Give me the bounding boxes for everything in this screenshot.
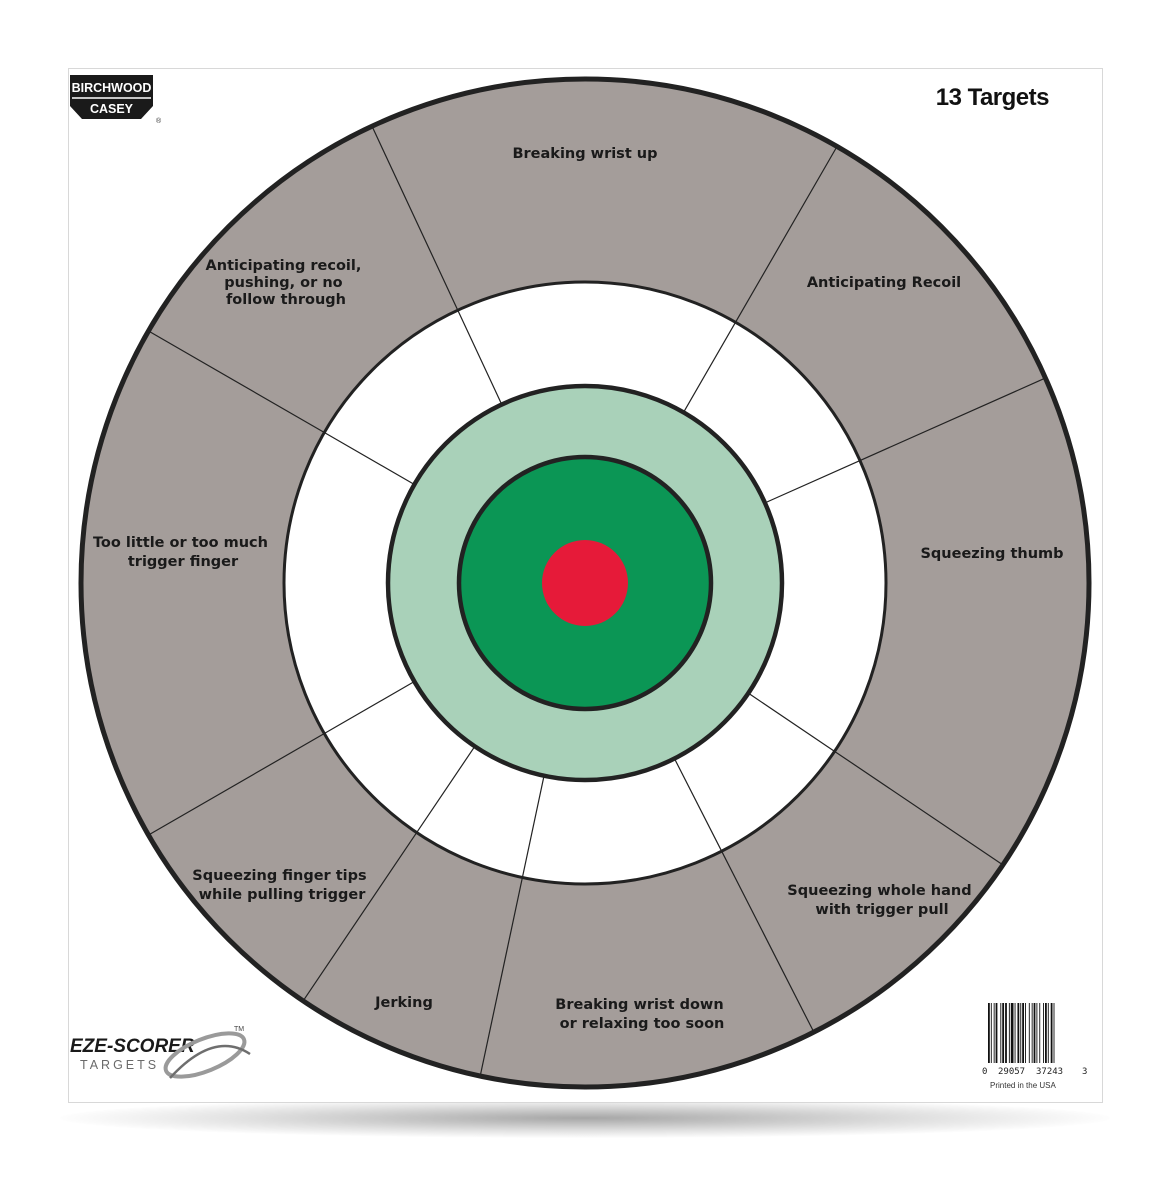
zone-label-top: Breaking wrist up: [512, 146, 657, 162]
zone-label-upper-left: Anticipating recoil, pushing, or no foll…: [206, 258, 367, 308]
zone-label-left: Too little or too much trigger finger: [93, 535, 273, 570]
barcode-bar: [1031, 1003, 1033, 1063]
zone-label-right: Squeezing thumb: [920, 546, 1063, 562]
zone-divider-line: [324, 680, 415, 735]
zone-divider-line: [149, 331, 325, 434]
zone-divider-line: [149, 732, 325, 835]
barcode-bar: [1045, 1003, 1047, 1063]
barcode-bars: [988, 1003, 1055, 1063]
barcode-digit-right: 3: [1082, 1067, 1087, 1077]
eze-tm-mark: TM: [234, 1026, 244, 1033]
barcode-bar: [1025, 1003, 1026, 1063]
brand-line2: CASEY: [90, 102, 134, 116]
barcode-bar: [1028, 1003, 1030, 1063]
eze-scorer-wordmark: EZE-SCORER: [70, 1036, 195, 1057]
barcode-group-1: 29057: [998, 1067, 1025, 1077]
zone-divider-line: [416, 745, 476, 833]
zone-divider-line: [764, 460, 861, 504]
zone-label-jerking: Jerking: [374, 995, 433, 1011]
barcode-bar: [1033, 1003, 1036, 1063]
barcode-bar: [1008, 1003, 1010, 1063]
barcode-bar: [1020, 1003, 1022, 1063]
barcode-bar: [1039, 1003, 1041, 1063]
zone-label-upper-right: Anticipating Recoil: [807, 275, 961, 291]
zone-divider-line: [480, 877, 524, 1075]
barcode-bar: [1050, 1003, 1053, 1063]
barcode-bar: [1014, 1003, 1016, 1063]
zone-divider-line: [324, 431, 415, 486]
zone-divider-line: [721, 850, 814, 1031]
zone-divider-line: [457, 309, 503, 405]
sheet-shadow: [60, 1098, 1110, 1138]
zone-divider-line: [747, 692, 835, 752]
zone-label-lower-right: Squeezing whole hand with trigger pull: [787, 883, 976, 918]
zone-divider-line: [521, 775, 545, 878]
barcode-bar: [995, 1003, 998, 1063]
brand-logo: BIRCHWOOD CASEY ®: [70, 75, 162, 125]
white-ring-dividers: [324, 309, 861, 878]
barcode-bar: [1053, 1003, 1055, 1063]
target-count: 13 Targets: [936, 84, 1049, 111]
barcode-bar: [1036, 1003, 1038, 1063]
swoosh-icon: [163, 1031, 251, 1079]
barcode-bar: [1010, 1003, 1014, 1063]
brand-registered-mark: ®: [156, 117, 162, 125]
barcode-bar: [1022, 1003, 1024, 1063]
zone-divider-line: [303, 832, 418, 1000]
zone-label-bottom: Breaking wrist down or relaxing too soon: [555, 997, 728, 1032]
barcode-bar: [1005, 1003, 1007, 1063]
barcode-bar: [1017, 1003, 1020, 1063]
zone-label-lower-left: Squeezing finger tips while pulling trig…: [192, 868, 371, 903]
eze-scorer-logo: EZE-SCORER TM TARGETS: [70, 1026, 251, 1079]
barcode-bar: [990, 1003, 992, 1063]
zone-divider-line: [682, 322, 737, 413]
barcode-digit-left: 0: [982, 1067, 987, 1077]
eze-scorer-subtitle: TARGETS: [80, 1058, 159, 1072]
zone-divider-line: [673, 758, 723, 852]
barcode: 0 29057 37243 3 Printed in the USA: [982, 1003, 1087, 1090]
zone-divider-line: [859, 378, 1044, 462]
target: [78, 76, 1092, 1090]
barcode-bar: [988, 1003, 990, 1063]
barcode-bar: [1043, 1003, 1044, 1063]
zone-divider-line: [372, 127, 459, 311]
printed-in-usa: Printed in the USA: [990, 1081, 1056, 1090]
barcode-bar: [1000, 1003, 1002, 1063]
brand-line1: BIRCHWOOD: [72, 81, 152, 95]
barcode-bar: [993, 1003, 995, 1063]
brand-badge-shape: [70, 75, 153, 119]
barcode-group-2: 37243: [1036, 1067, 1063, 1077]
zone-divider-line: [734, 147, 837, 323]
zone-divider-line: [834, 750, 1002, 865]
zone-labels: Breaking wrist up Anticipating Recoil Sq…: [93, 146, 1064, 1032]
barcode-bar: [1002, 1003, 1005, 1063]
outer-ring-dividers: [149, 127, 1044, 1075]
barcode-bar: [1047, 1003, 1049, 1063]
bullseye: [542, 540, 628, 626]
